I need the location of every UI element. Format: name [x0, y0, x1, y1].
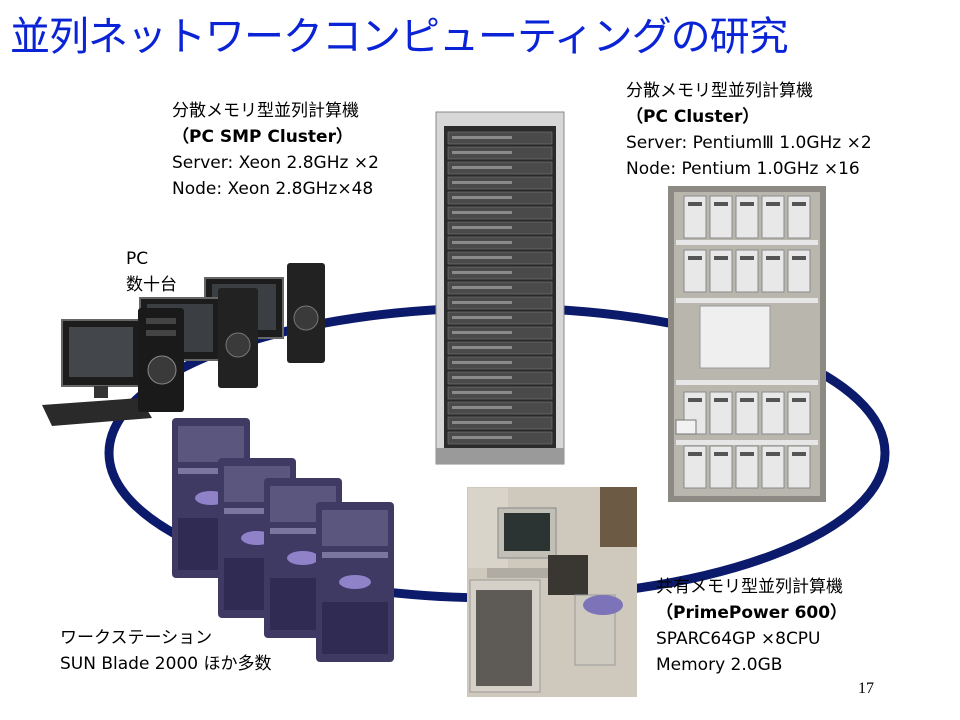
pc-smp-cluster-node: Node: Xeon 2.8GHz×48 — [172, 179, 374, 199]
pc-cluster-name: （PC Cluster） — [626, 107, 760, 127]
pc-smp-cluster-image — [435, 111, 565, 465]
workstation-name: ワークステーション — [60, 628, 213, 648]
pc-group-image — [42, 263, 325, 426]
pc-cluster-image — [668, 186, 826, 502]
pc-cluster-label: 分散メモリ型並列計算機 （PC Cluster） Server: Pentium… — [626, 78, 872, 182]
pc-cluster-server: Server: PentiumⅢ 1.0GHz ×2 — [626, 133, 872, 153]
primepower-type: 共有メモリ型並列計算機 — [656, 577, 843, 597]
pc-cluster-node: Node: Pentium 1.0GHz ×16 — [626, 159, 860, 179]
pc-smp-cluster-type: 分散メモリ型並列計算機 — [172, 101, 359, 121]
primepower-memory: Memory 2.0GB — [656, 655, 783, 675]
primepower-label: 共有メモリ型並列計算機 （PrimePower 600） SPARC64GP ×… — [656, 574, 847, 678]
pc-cluster-type: 分散メモリ型並列計算機 — [626, 81, 813, 101]
page-number: 17 — [858, 680, 874, 697]
workstation-model: SUN Blade 2000 ほか多数 — [60, 654, 272, 674]
workstation-image — [172, 418, 394, 662]
primepower-cpu: SPARC64GP ×8CPU — [656, 629, 821, 649]
pc-smp-cluster-server: Server: Xeon 2.8GHz ×2 — [172, 153, 379, 173]
pc-name: PC — [126, 249, 149, 269]
pc-smp-cluster-name: （PC SMP Cluster） — [172, 127, 353, 147]
primepower-name: （PrimePower 600） — [656, 603, 848, 623]
workstation-label: ワークステーション SUN Blade 2000 ほか多数 — [60, 625, 271, 677]
pc-count: 数十台 — [126, 275, 177, 295]
pc-label: PC 数十台 — [126, 246, 177, 298]
pc-smp-cluster-label: 分散メモリ型並列計算機 （PC SMP Cluster） Server: Xeo… — [172, 98, 379, 202]
slide-title: 並列ネットワークコンピューティングの研究 — [10, 14, 789, 60]
primepower-image — [467, 487, 637, 697]
